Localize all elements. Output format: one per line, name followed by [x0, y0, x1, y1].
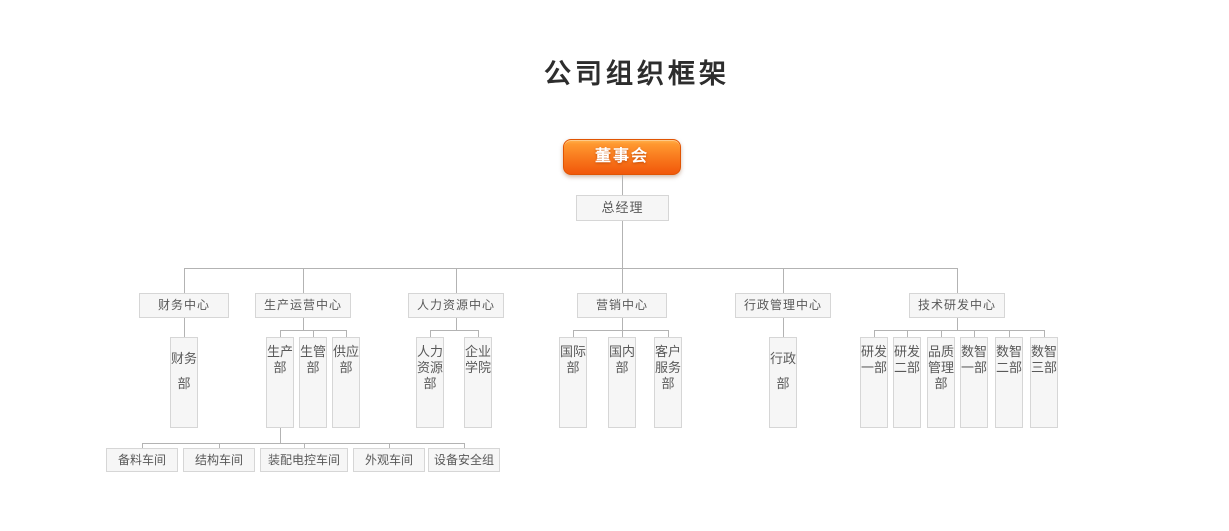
connector	[456, 268, 457, 293]
node-quality-mgmt-dept: 品质管理部	[927, 337, 955, 428]
connector	[184, 318, 185, 337]
node-international-dept: 国际部	[559, 337, 587, 428]
connector	[1044, 330, 1045, 337]
connector	[622, 268, 623, 293]
connector	[430, 330, 479, 331]
node-hr-center: 人力资源中心	[408, 293, 504, 318]
connector	[622, 318, 623, 330]
connector	[280, 330, 281, 337]
node-supply-dept: 供应部	[332, 337, 360, 428]
node-production-mgmt-dept: 生管部	[299, 337, 327, 428]
connector	[941, 330, 942, 337]
connector	[464, 443, 465, 448]
connector	[303, 318, 304, 330]
node-hr-dept: 人力资源部	[416, 337, 444, 428]
node-rnd-dept-2: 研发二部	[893, 337, 921, 428]
node-structure-workshop: 结构车间	[183, 448, 255, 472]
connector	[219, 443, 220, 448]
connector	[957, 268, 958, 293]
node-digital-intelligence-dept-3: 数智三部	[1030, 337, 1058, 428]
connector	[573, 330, 574, 337]
node-material-prep-workshop: 备料车间	[106, 448, 178, 472]
connector	[304, 443, 305, 448]
node-domestic-dept: 国内部	[608, 337, 636, 428]
connector	[874, 330, 875, 337]
node-customer-service-dept: 客户服务部	[654, 337, 682, 428]
node-rnd-dept-1: 研发一部	[860, 337, 888, 428]
connector	[622, 330, 623, 337]
connector	[668, 330, 669, 337]
connector	[478, 330, 479, 337]
node-corporate-academy: 企业学院	[464, 337, 492, 428]
node-digital-intelligence-dept-2: 数智二部	[995, 337, 1023, 428]
connector	[456, 318, 457, 330]
connector	[389, 443, 390, 448]
connector	[142, 443, 143, 448]
connector	[957, 318, 958, 330]
connector	[874, 330, 1045, 331]
page-title: 公司组织框架	[544, 59, 730, 89]
connector	[1009, 330, 1010, 337]
connector	[622, 221, 623, 268]
node-board-of-directors: 董事会	[563, 139, 681, 175]
node-equipment-safety-group: 设备安全组	[428, 448, 500, 472]
node-admin-dept: 行政部	[769, 337, 797, 428]
connector	[622, 175, 623, 195]
connector	[974, 330, 975, 337]
node-general-manager: 总经理	[576, 195, 669, 221]
connector	[303, 268, 304, 293]
connector	[907, 330, 908, 337]
connector	[184, 268, 185, 293]
node-admin-management-center: 行政管理中心	[735, 293, 831, 318]
node-marketing-center: 营销中心	[577, 293, 667, 318]
connector	[783, 318, 784, 337]
connector	[573, 330, 669, 331]
node-digital-intelligence-dept-1: 数智一部	[960, 337, 988, 428]
node-finance-dept: 财务部	[170, 337, 198, 428]
node-finance-center: 财务中心	[139, 293, 229, 318]
node-appearance-workshop: 外观车间	[353, 448, 425, 472]
node-production-operations-center: 生产运营中心	[255, 293, 351, 318]
connector	[430, 330, 431, 337]
connector	[280, 428, 281, 443]
connector	[184, 268, 958, 269]
connector	[783, 268, 784, 293]
node-production-dept: 生产部	[266, 337, 294, 428]
node-assembly-electric-control-workshop: 装配电控车间	[260, 448, 348, 472]
connector	[346, 330, 347, 337]
connector	[313, 330, 314, 337]
node-tech-rnd-center: 技术研发中心	[909, 293, 1005, 318]
connector	[142, 443, 465, 444]
